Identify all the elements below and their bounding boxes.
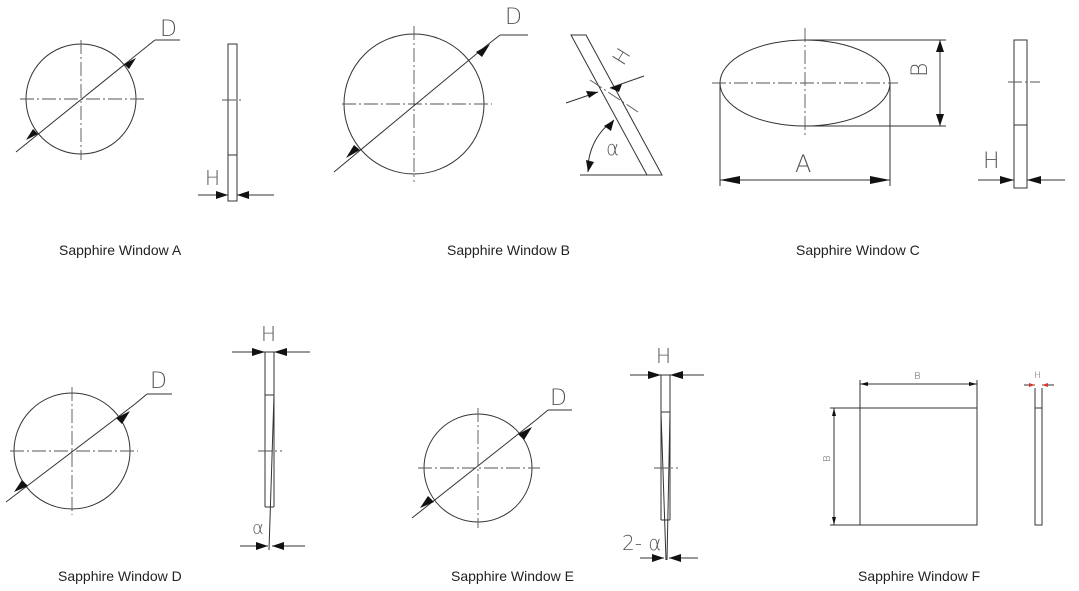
window-b-caption: Sapphire Window B [447,242,570,258]
window-b-side-view: H α [565,34,663,176]
window-f-caption: Sapphire Window F [858,568,980,584]
window-d-angle-label: α [252,518,264,539]
window-c-thickness-label: H [983,149,1000,174]
window-d-thickness-label: H [261,322,276,346]
window-b-diameter-label: D [505,5,522,30]
window-d-caption: Sapphire Window D [58,568,182,584]
window-c-front-view: B A [712,28,946,186]
window-b-diagram: D H α Sapphire Window B [333,5,663,258]
window-a-side-view: H [198,43,274,202]
window-e-front-view: D [411,386,572,528]
window-f-front-view: B B [822,371,978,526]
window-a-thickness-label: H [205,166,220,190]
window-a-diagram: D H Sapphire Window A [15,17,274,258]
window-e-thickness-label: H [656,344,671,368]
window-f-length-label: B [914,371,921,382]
window-e-caption: Sapphire Window E [451,568,574,584]
window-e-side-view: H 2- α [622,344,704,562]
window-c-length-label: A [795,150,811,178]
window-a-front-view: D [15,17,180,160]
window-c-width-label: B [908,63,933,77]
window-b-thickness-label: H [607,44,635,69]
window-b-angle-label: α [606,136,619,160]
window-c-diagram: B A H Sapphire Window C [712,28,1065,258]
window-c-caption: Sapphire Window C [796,242,920,258]
window-f-diagram: B B H Sapphire Window F [822,371,1054,584]
window-e-diameter-label: D [550,386,567,411]
window-b-front-view: D [333,5,528,182]
window-f-thickness-label: H [1034,371,1041,381]
window-d-diagram: D H α Sapphire Window D [5,322,310,584]
window-c-side-view: H [978,39,1065,189]
window-e-angle-label: 2- α [622,531,661,555]
window-d-diameter-label: D [150,369,167,394]
window-d-front-view: D [5,369,172,515]
window-a-caption: Sapphire Window A [59,242,182,258]
window-e-diagram: D H 2- α Sapphire Window E [411,344,704,584]
window-d-side-view: H α [232,322,310,551]
window-f-width-label: B [822,455,833,462]
window-a-diameter-label: D [160,17,177,42]
window-f-side-view: H [1024,371,1054,526]
